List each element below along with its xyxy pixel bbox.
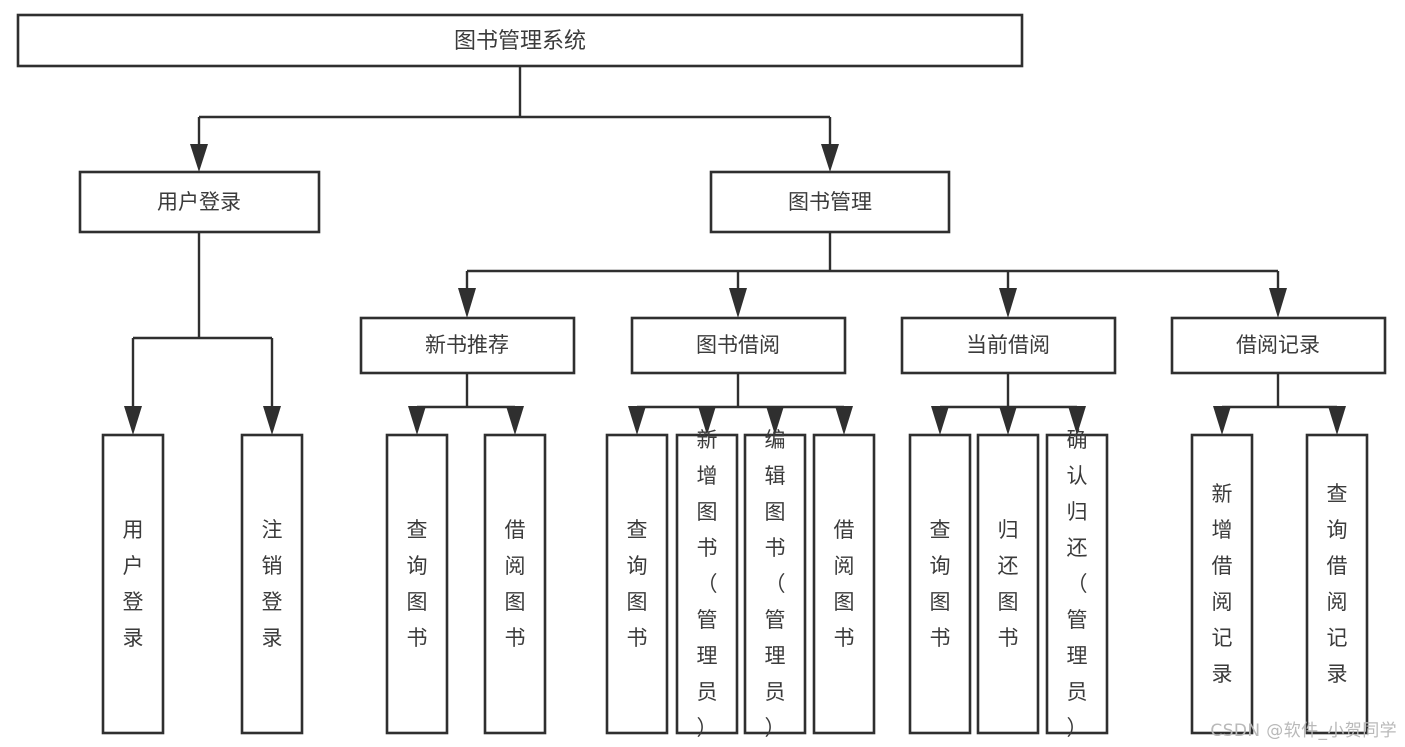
node-leaf-borrow-book-1-box[interactable] [483, 433, 547, 735]
node-leaf-edit-book[interactable]: 编辑图书（管理员） [743, 428, 807, 740]
arrow-record-to-leaf1 [1213, 406, 1231, 435]
arrow-book-manage-to-recommend [458, 288, 476, 318]
node-leaf-logout-login[interactable]: 注销登录 [240, 433, 304, 735]
node-leaf-return-book-box[interactable] [976, 433, 1040, 735]
arrow-current-to-leaf2 [999, 406, 1017, 435]
node-root[interactable]: 图书管理系统 [16, 13, 1024, 68]
node-leaf-query-book-3-box[interactable] [908, 433, 972, 735]
node-leaf-edit-book-box[interactable] [743, 433, 807, 735]
node-leaf-borrow-book-1[interactable]: 借阅图书 [483, 433, 547, 735]
node-leaf-return-book-label: 归还图书 [998, 518, 1019, 650]
node-root-box[interactable] [16, 13, 1024, 68]
node-leaf-add-book[interactable]: 新增图书（管理员） [675, 428, 739, 740]
node-leaf-borrow-book-2[interactable]: 借阅图书 [812, 433, 876, 735]
node-leaf-logout-login-label: 注销登录 [262, 518, 283, 650]
node-leaf-query-record-box[interactable] [1305, 433, 1369, 735]
node-leaf-user-login-box[interactable] [101, 433, 165, 735]
node-borrow-record-label: 借阅记录 [1236, 333, 1320, 357]
node-leaf-query-book-1-label: 查询图书 [407, 518, 428, 650]
node-leaf-query-book-1-box[interactable] [385, 433, 449, 735]
node-leaf-query-book-2[interactable]: 查询图书 [605, 433, 669, 735]
node-new-book-recommend-label: 新书推荐 [425, 333, 509, 357]
node-leaf-logout-login-box[interactable] [240, 433, 304, 735]
node-user-login-label: 用户登录 [157, 190, 241, 214]
arrow-current-to-leaf3 [1068, 406, 1086, 435]
node-book-borrow-box[interactable] [630, 316, 847, 375]
node-leaf-query-book-3[interactable]: 查询图书 [908, 433, 972, 735]
arrow-borrow-to-leaf2 [698, 406, 716, 435]
arrow-book-manage-to-borrow [729, 288, 747, 318]
node-leaf-add-book-box[interactable] [675, 433, 739, 735]
node-user-login-box[interactable] [78, 170, 321, 234]
arrow-borrow-to-leaf4 [835, 406, 853, 435]
node-book-manage-box[interactable] [709, 170, 951, 234]
node-leaf-confirm-return-box[interactable] [1045, 433, 1109, 735]
node-book-borrow-label: 图书借阅 [696, 333, 780, 357]
arrow-recommend-to-leaf2 [506, 406, 524, 435]
node-leaf-add-book-label: 新增图书（管理员） [697, 428, 718, 740]
arrow-borrow-to-leaf1 [628, 406, 646, 435]
arrow-record-to-leaf2 [1328, 406, 1346, 435]
arrow-current-to-leaf1 [931, 406, 949, 435]
node-book-borrow[interactable]: 图书借阅 [630, 316, 847, 375]
arrow-user-login-to-leaf1 [124, 406, 142, 435]
arrow-root-to-user-login [190, 144, 208, 172]
node-leaf-edit-book-label: 编辑图书（管理员） [765, 428, 786, 740]
node-new-book-recommend-box[interactable] [359, 316, 576, 375]
arrow-user-login-to-leaf2 [263, 406, 281, 435]
node-leaf-query-record[interactable]: 查询借阅记录 [1305, 433, 1369, 735]
node-leaf-borrow-book-1-label: 借阅图书 [505, 518, 526, 650]
node-leaf-add-record-label: 新增借阅记录 [1212, 482, 1233, 686]
arrow-book-manage-to-current [999, 288, 1017, 318]
node-leaf-borrow-book-2-label: 借阅图书 [834, 518, 855, 650]
node-leaf-user-login[interactable]: 用户登录 [101, 433, 165, 735]
arrow-book-manage-to-record [1269, 288, 1287, 318]
node-leaf-add-record-box[interactable] [1190, 433, 1254, 735]
node-user-login[interactable]: 用户登录 [78, 170, 321, 234]
node-current-borrow-box[interactable] [900, 316, 1117, 375]
node-leaf-borrow-book-2-box[interactable] [812, 433, 876, 735]
node-current-borrow-label: 当前借阅 [966, 333, 1050, 357]
node-borrow-record-box[interactable] [1170, 316, 1387, 375]
node-book-manage[interactable]: 图书管理 [709, 170, 951, 234]
node-leaf-query-book-2-label: 查询图书 [627, 518, 648, 650]
node-leaf-query-book-1[interactable]: 查询图书 [385, 433, 449, 735]
node-current-borrow[interactable]: 当前借阅 [900, 316, 1117, 375]
node-borrow-record[interactable]: 借阅记录 [1170, 316, 1387, 375]
node-root-label: 图书管理系统 [454, 29, 586, 54]
arrow-recommend-to-leaf1 [408, 406, 426, 435]
node-leaf-confirm-return[interactable]: 确认归还（管理员） [1045, 428, 1109, 740]
node-book-manage-label: 图书管理 [788, 190, 872, 214]
node-leaf-user-login-label: 用户登录 [123, 518, 144, 650]
node-leaf-confirm-return-label: 确认归还（管理员） [1067, 428, 1088, 740]
node-leaf-add-record[interactable]: 新增借阅记录 [1190, 433, 1254, 735]
csdn-watermark: CSDN @软件_小贺同学 [1210, 721, 1397, 741]
connector-layer [124, 66, 1346, 435]
node-new-book-recommend[interactable]: 新书推荐 [359, 316, 576, 375]
node-leaf-query-book-2-box[interactable] [605, 433, 669, 735]
node-leaf-query-book-3-label: 查询图书 [930, 518, 951, 650]
node-leaf-return-book[interactable]: 归还图书 [976, 433, 1040, 735]
node-leaf-query-record-label: 查询借阅记录 [1327, 482, 1348, 686]
arrow-borrow-to-leaf3 [766, 406, 784, 435]
arrow-root-to-book-manage [821, 144, 839, 172]
